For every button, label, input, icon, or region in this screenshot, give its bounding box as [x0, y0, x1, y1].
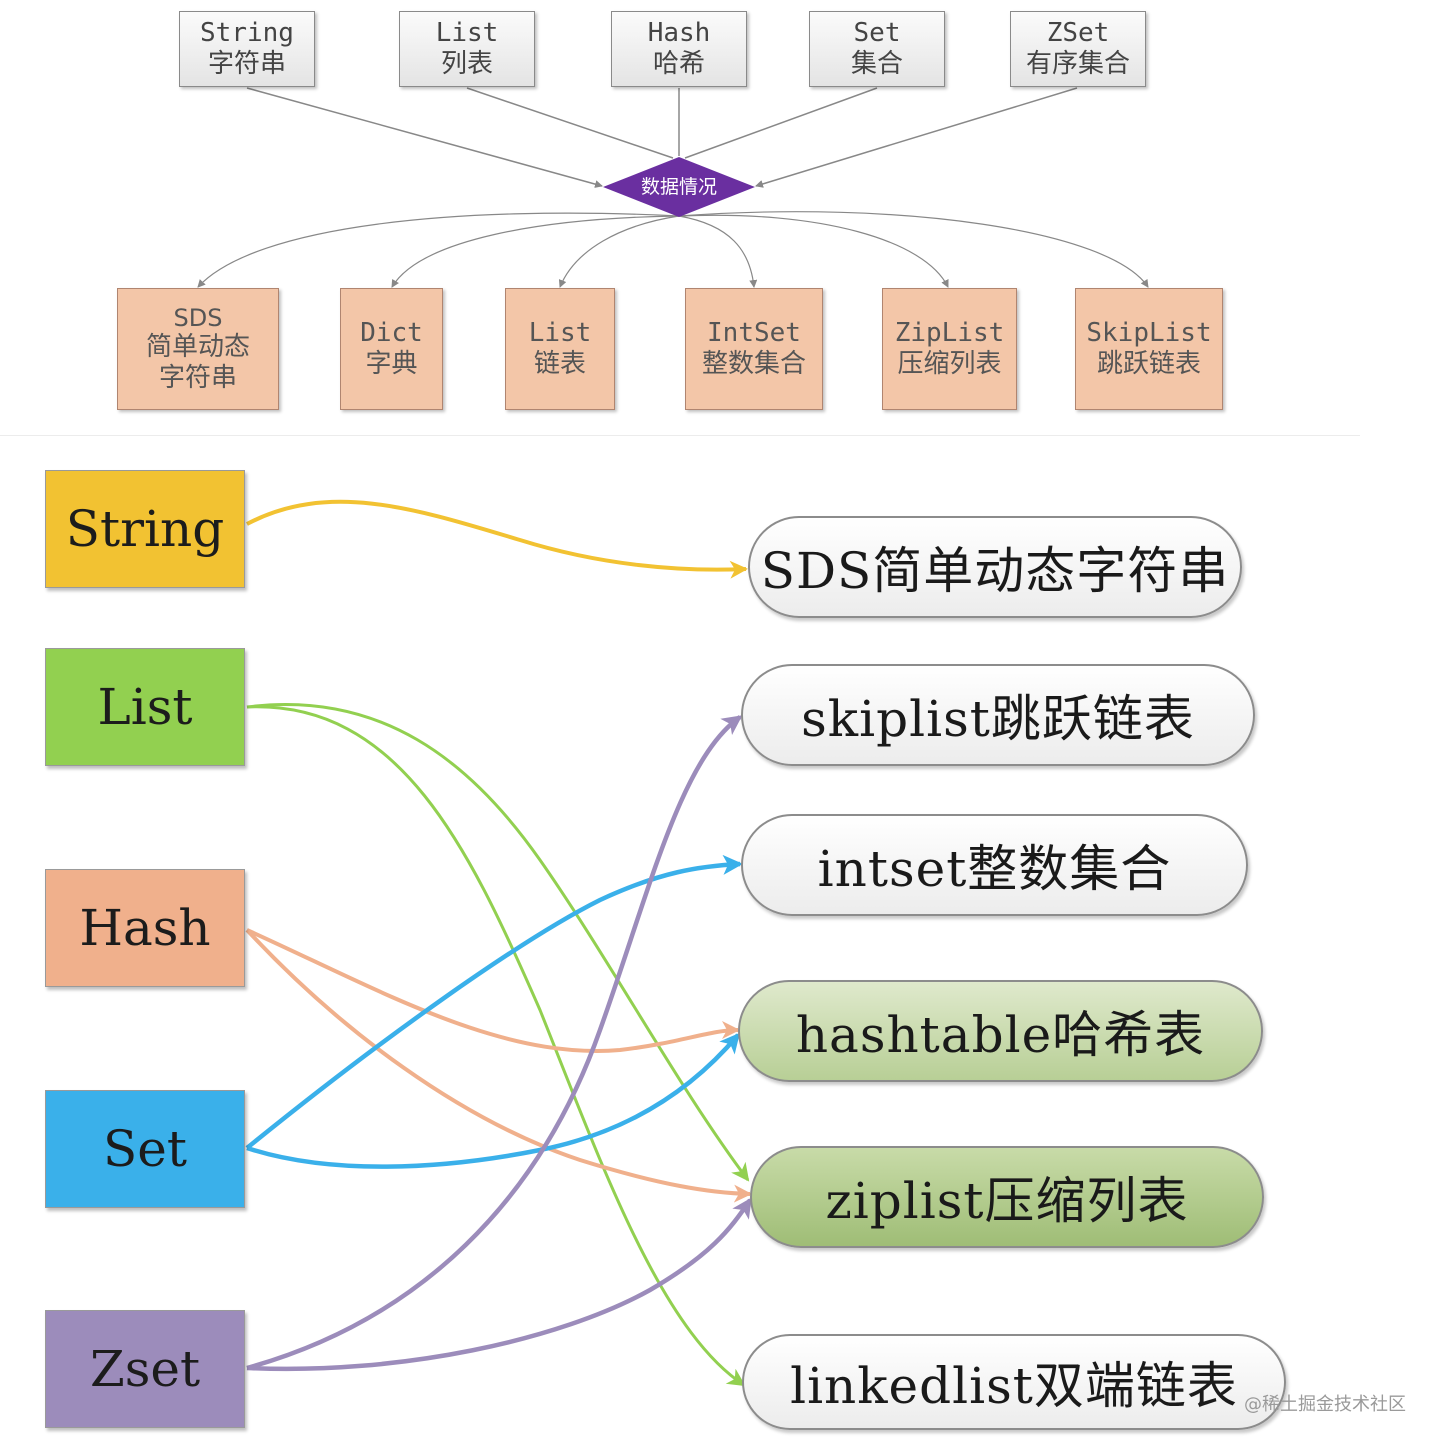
impl-en: SDS: [173, 304, 223, 333]
impl-dict: Dict 字典: [340, 288, 443, 410]
mapping-connectors: [245, 499, 752, 1387]
impl-zh: 简单动态: [145, 332, 250, 363]
connector-center-dict: [391, 215, 680, 288]
section-divider: [0, 435, 1360, 436]
mapping-zset-ziplist: [246, 1197, 752, 1372]
top-type-en: ZSet: [1046, 18, 1110, 49]
center-diamond-shape: [603, 157, 755, 217]
impl-sds: SDS 简单动态 字符串: [117, 288, 279, 410]
type-box-set: Set: [45, 1090, 245, 1208]
impl-zh: 跳跃链表: [1096, 349, 1201, 379]
connector-center-sds: [197, 212, 680, 288]
connector-center-list: [558, 215, 680, 288]
type-box-hash: Hash: [45, 869, 245, 987]
impl-zh-2: 字符串: [158, 363, 237, 394]
structure-linkedlist: linkedlist双端链表: [742, 1334, 1286, 1430]
impl-skiplist: SkipList 跳跃链表: [1075, 288, 1223, 410]
top-type-connectors: [246, 87, 1078, 188]
top-type-en: List: [435, 18, 499, 49]
top-type-zh: 哈希: [652, 49, 705, 79]
top-type-list: List 列表: [399, 11, 535, 87]
impl-zh: 字典: [365, 349, 418, 379]
top-type-hash: Hash 哈希: [611, 11, 747, 87]
connector-center-ziplist: [678, 214, 949, 288]
mapping-set-hashtable: [246, 1032, 740, 1169]
structure-hashtable: hashtable哈希表: [738, 980, 1263, 1082]
impl-en: ZipList: [894, 318, 1005, 349]
top-type-zh: 集合: [850, 49, 903, 79]
impl-ziplist: ZipList 压缩列表: [882, 288, 1017, 410]
mapping-list-ziplist: [246, 702, 750, 1182]
connector-zset-center: [755, 87, 1078, 188]
connector-center-skiplist: [678, 211, 1149, 288]
impl-intset: IntSet 整数集合: [685, 288, 823, 410]
impl-zh: 链表: [533, 349, 586, 379]
impl-list: List 链表: [505, 288, 615, 410]
structure-intset: intset整数集合: [741, 814, 1248, 916]
connector-string-center: [246, 87, 603, 188]
mapping-set-intset: [245, 854, 743, 1150]
impl-en: IntSet: [707, 318, 801, 349]
connector-set-center: [684, 87, 878, 159]
top-impl-connectors: [197, 211, 1149, 288]
mapping-string-sds: [246, 499, 748, 579]
top-type-zh: 列表: [440, 49, 493, 79]
top-type-en: String: [200, 18, 294, 49]
type-box-zset: Zset: [45, 1310, 245, 1428]
type-box-list: List: [45, 648, 245, 766]
structure-ziplist: ziplist压缩列表: [750, 1146, 1264, 1248]
type-box-string: String: [45, 470, 245, 588]
mapping-zset-skiplist: [246, 715, 743, 1371]
connector-list-center: [466, 87, 674, 159]
mapping-hash-ziplist: [245, 928, 752, 1203]
impl-en: List: [528, 318, 592, 349]
impl-en: Dict: [360, 318, 423, 349]
mapping-hash-hashtable: [246, 928, 740, 1053]
watermark: @稀土掘金技术社区: [1244, 1394, 1406, 1415]
top-type-string: String 字符串: [179, 11, 315, 87]
top-type-zh: 有序集合: [1025, 49, 1130, 79]
structure-sds: SDS简单动态字符串: [748, 516, 1242, 618]
connector-center-intset: [678, 215, 758, 288]
center-diamond-label: 数据情况: [640, 176, 717, 198]
top-type-en: Set: [853, 18, 901, 49]
top-type-zh: 字符串: [207, 49, 286, 79]
impl-zh: 整数集合: [701, 349, 806, 379]
impl-zh: 压缩列表: [897, 349, 1002, 379]
top-type-set: Set 集合: [809, 11, 945, 87]
top-type-zset: ZSet 有序集合: [1010, 11, 1146, 87]
mapping-list-linkedlist: [246, 705, 746, 1387]
structure-skiplist: skiplist跳跃链表: [741, 664, 1255, 766]
top-type-en: Hash: [647, 18, 711, 49]
impl-en: SkipList: [1086, 318, 1212, 349]
